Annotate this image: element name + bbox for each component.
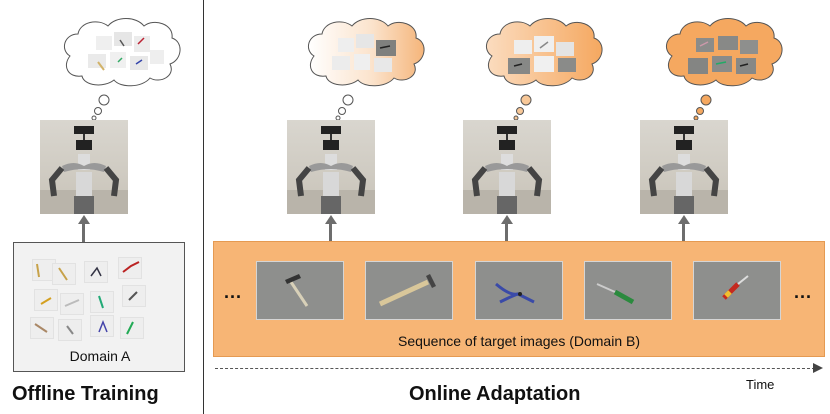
domain-a-image	[52, 263, 76, 285]
target-image-pliers	[475, 261, 563, 320]
online-adaptation-title: Online Adaptation	[409, 383, 581, 405]
arrow-shaft-step-2	[505, 223, 508, 241]
time-label: Time	[746, 377, 775, 392]
time-axis	[215, 368, 815, 369]
arrow-shaft-step-1	[329, 223, 332, 241]
thought-cloud-step-1	[302, 14, 430, 121]
target-image-red-screwdriver	[693, 261, 781, 320]
robot-photo-step-2	[463, 120, 551, 214]
offline-training-title: Offline Training	[12, 383, 159, 405]
target-image-wood-hammer	[365, 261, 453, 320]
domain-a-image	[60, 293, 84, 315]
robot-photo-step-3	[640, 120, 728, 214]
time-axis-arrowhead	[813, 363, 823, 373]
domain-a-image	[118, 257, 142, 279]
domain-a-image	[34, 289, 58, 311]
domain-a-image	[30, 317, 54, 339]
band-caption: Sequence of target images (Domain B)	[397, 333, 640, 349]
domain-a-image	[122, 285, 146, 307]
thought-cloud-step-3	[660, 14, 788, 121]
robot-photo-offline	[40, 120, 128, 214]
arrow-head-step-3	[678, 215, 690, 224]
target-image-green-screwdriver	[584, 261, 672, 320]
domain-a-image	[84, 261, 108, 283]
domain-a-label: Domain A	[69, 348, 131, 364]
domain-a-image	[90, 291, 114, 313]
arrow-head-step-1	[325, 215, 337, 224]
target-image-sequence: ... ... Sequence of target ima	[213, 241, 825, 357]
ellipsis-left: ...	[224, 282, 243, 302]
domain-a-box: Domain A	[13, 242, 185, 372]
thought-cloud-step-2	[480, 14, 608, 121]
arrow-shaft-offline	[82, 223, 85, 242]
panel-divider	[203, 0, 204, 414]
thought-cloud-domain-a	[58, 14, 186, 121]
arrow-head-offline	[78, 215, 90, 224]
robot-photo-step-1	[287, 120, 375, 214]
arrow-head-step-2	[501, 215, 513, 224]
domain-a-image	[120, 317, 144, 339]
domain-a-image	[58, 319, 82, 341]
ellipsis-right: ...	[794, 282, 813, 302]
target-image-hammer	[256, 261, 344, 320]
domain-a-image	[90, 315, 114, 337]
arrow-shaft-step-3	[682, 223, 685, 241]
